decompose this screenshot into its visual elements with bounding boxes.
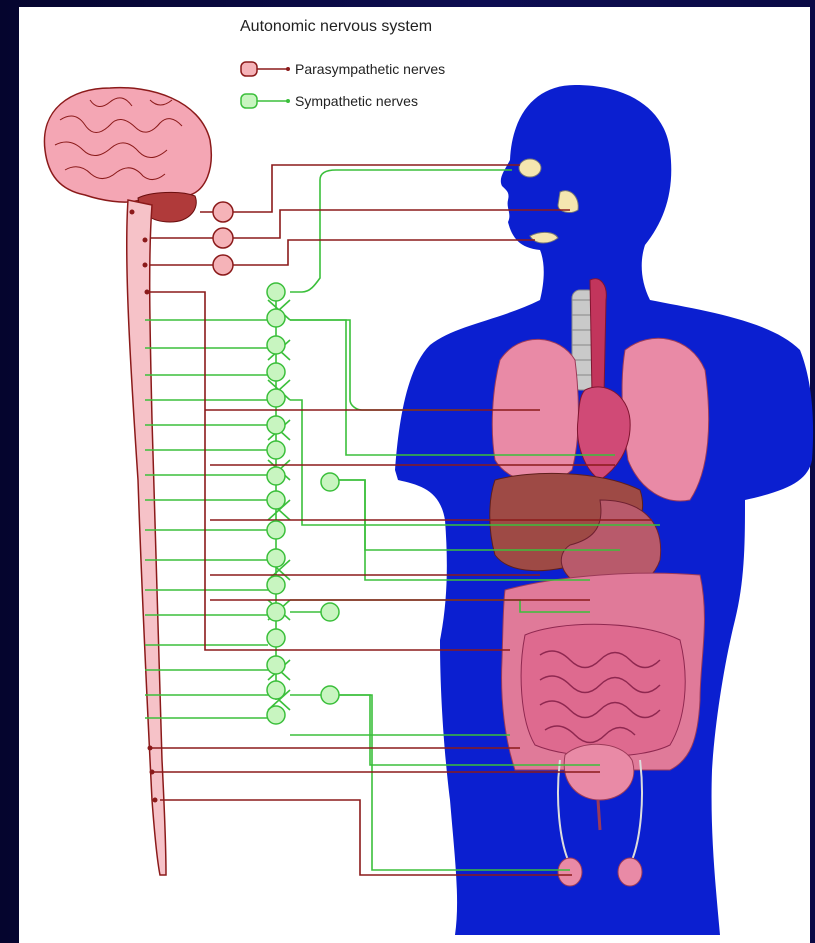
legend-sympathetic-label: Sympathetic nerves: [295, 93, 418, 109]
legend-parasympathetic-label: Parasympathetic nerves: [295, 61, 445, 77]
sympathetic-ganglia: [267, 283, 339, 724]
legend-sympathetic-marker: [241, 94, 290, 108]
spinal-cord: [127, 200, 166, 875]
parasympathetic-ganglia: [213, 202, 233, 275]
legend-parasympathetic-marker: [241, 62, 290, 76]
diagram-title: Autonomic nervous system: [240, 18, 432, 36]
